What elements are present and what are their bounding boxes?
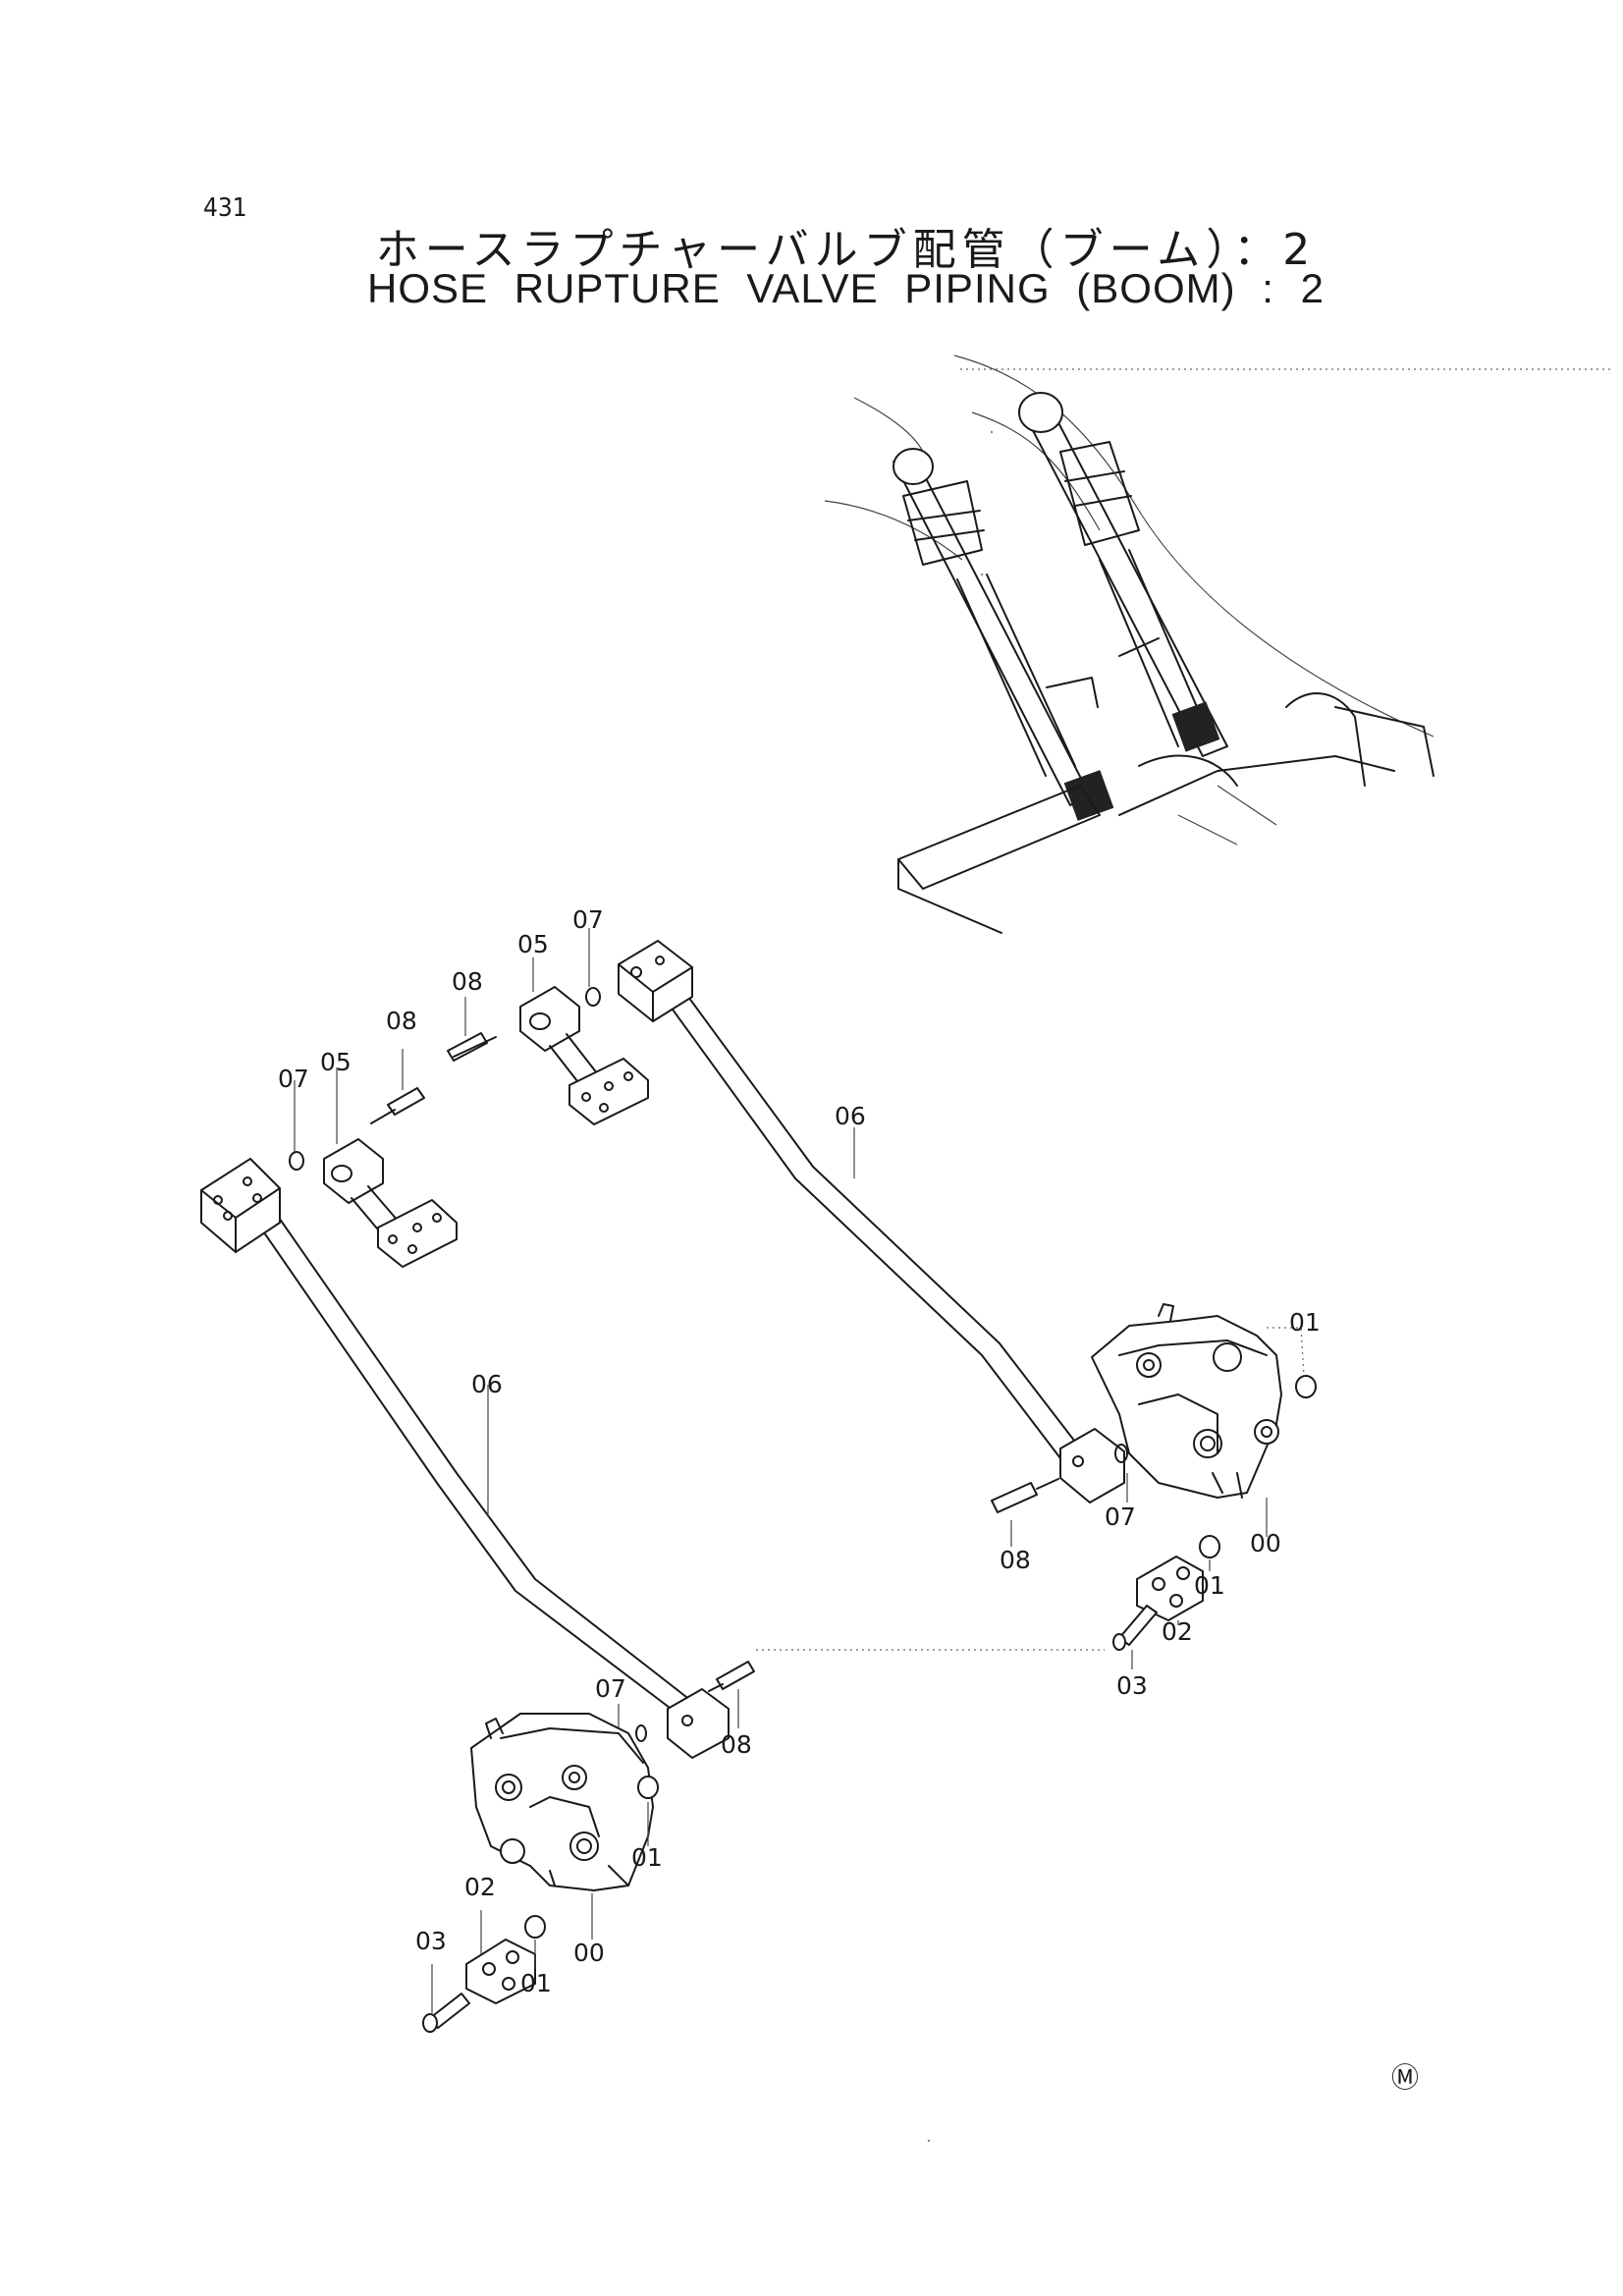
model-mark: Ⓜ [1391,2061,1419,2094]
part-label-01: 01 [631,1843,663,1872]
part-label-07: 07 [595,1674,626,1703]
left-valve-00 [470,1713,659,1891]
part-label-05: 05 [320,1048,352,1076]
part-label-03: 03 [1116,1671,1148,1700]
part-label-05: 05 [517,930,549,958]
right-flange-02 [1112,1535,1220,1651]
part-label-08: 08 [386,1007,417,1035]
part-label-07: 07 [1105,1503,1136,1531]
left-elbow-05 [289,1087,458,1268]
part-label-08: 08 [452,967,483,996]
part-label-07: 07 [572,905,604,934]
leader-lines [294,928,1305,2013]
right-valve-00 [1091,1303,1317,1499]
part-label-07: 07 [278,1065,309,1093]
part-label-08: 08 [721,1730,752,1759]
part-label-01: 01 [520,1969,552,1997]
part-label-02: 02 [1162,1617,1193,1646]
page-number: 431 [203,193,247,223]
left-pipe-06 [200,1158,696,1715]
part-label-00: 00 [573,1939,605,1967]
part-label-06: 06 [471,1370,503,1398]
part-label-03: 03 [415,1927,447,1955]
title-english: HOSE RUPTURE VALVE PIPING (BOOM) : 2 [367,265,1325,311]
part-label-00: 00 [1250,1529,1281,1558]
part-label-01: 01 [1194,1571,1225,1600]
part-label-06: 06 [835,1102,866,1130]
part-label-08: 08 [1000,1546,1031,1574]
boom-cylinder-inset [824,355,1610,934]
right-elbow-05 [447,986,649,1125]
part-label-01: 01 [1289,1308,1321,1337]
left-connector-block [635,1661,755,1759]
title-japanese: ホースラプチャーバルブ配管（ブーム）：2 [375,225,1317,275]
left-flange-02 [422,1915,546,2033]
part-label-02: 02 [464,1873,496,1901]
right-pipe-06 [618,940,1128,1513]
